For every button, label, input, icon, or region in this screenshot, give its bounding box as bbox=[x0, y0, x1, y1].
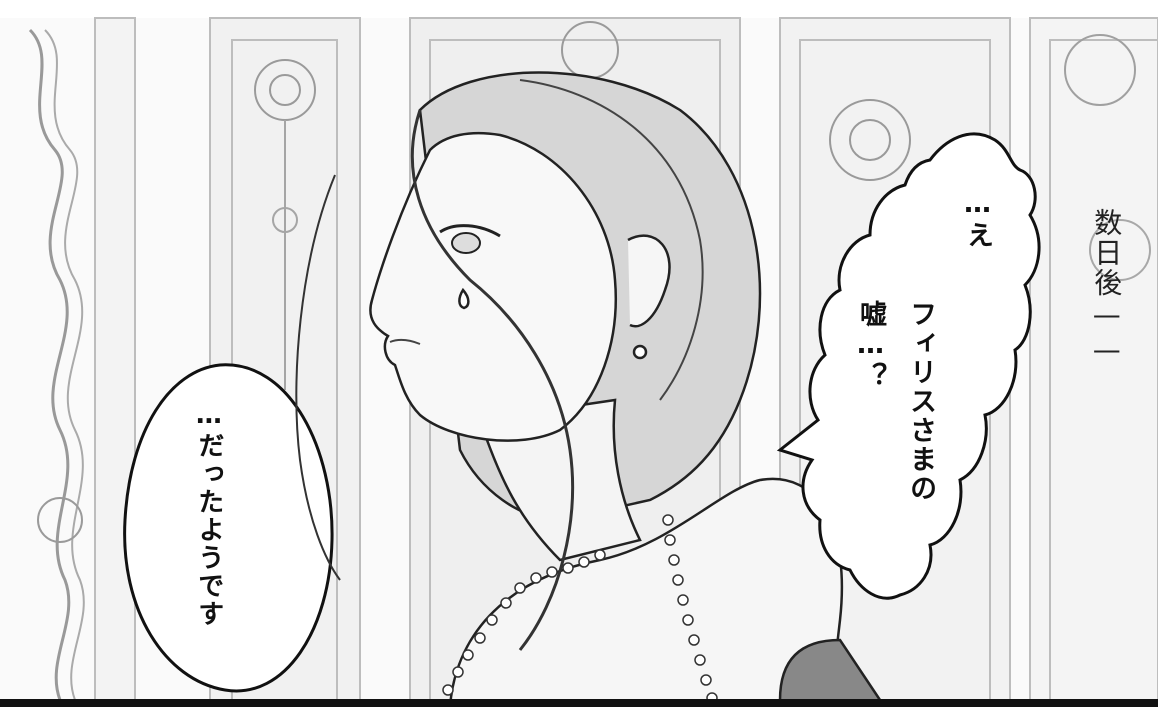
panel-top-margin bbox=[0, 0, 1158, 18]
speech-bubble-right-line2: フィリスさまの bbox=[905, 300, 937, 503]
speech-bubble-right-line1: …え bbox=[962, 188, 994, 250]
pearl-necklace bbox=[442, 514, 718, 704]
panel-bottom-border bbox=[0, 699, 1158, 707]
woman-figure bbox=[369, 71, 882, 707]
speech-bubble-right bbox=[776, 132, 1041, 600]
speech-bubble-left-text: …だったようです bbox=[193, 400, 224, 628]
narration-caption: 数日後—— bbox=[1090, 208, 1124, 368]
speech-bubble-right-line3: 嘘…？ bbox=[855, 300, 887, 391]
speech-bubble-left bbox=[123, 174, 341, 693]
